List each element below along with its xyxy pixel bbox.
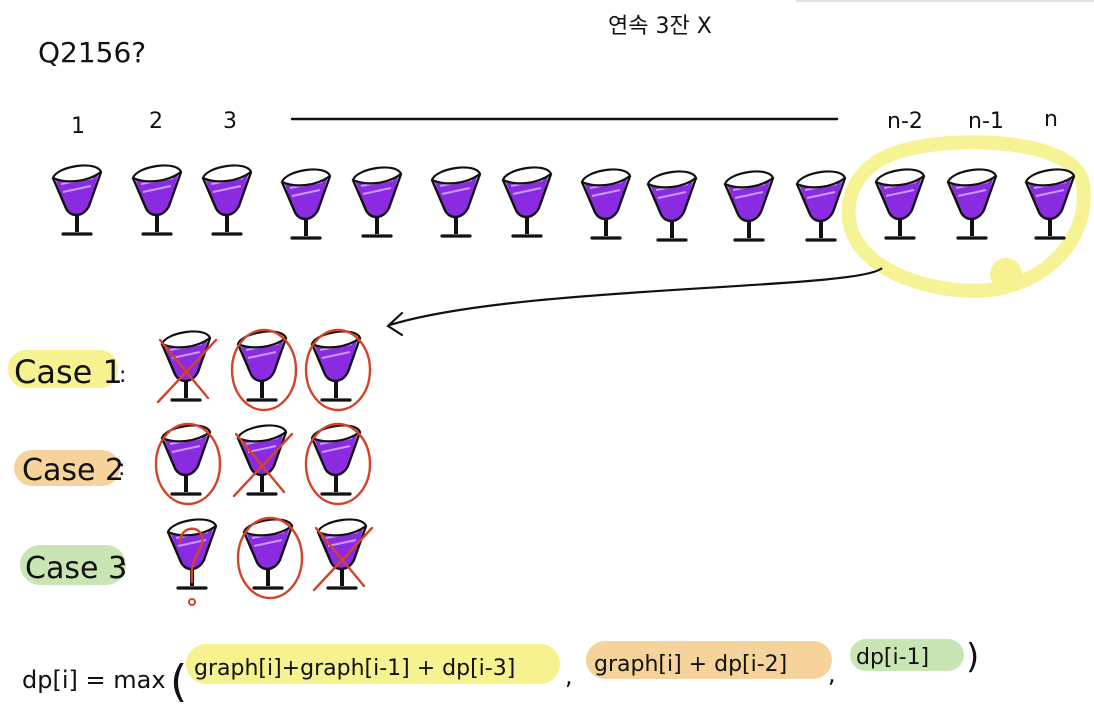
index-label-n-2: n-2 (887, 109, 923, 134)
red-question-icon (178, 527, 204, 584)
formula-comma1: , (565, 662, 573, 690)
term2-highlight (586, 641, 832, 679)
glass-rim (51, 164, 103, 183)
index-label-n: n (1044, 107, 1058, 132)
wine-glass-icon (795, 170, 847, 242)
wine-glass-icon (723, 170, 775, 242)
glass-rim (646, 170, 698, 189)
wine-glass-icon (1024, 168, 1076, 240)
red-x-icon (232, 432, 294, 498)
glass-rim (236, 424, 288, 443)
term3-highlight (850, 639, 964, 671)
glass-rim (723, 170, 775, 189)
wine-glass-icon (874, 168, 926, 240)
index-label-n-1: n-1 (968, 109, 1004, 134)
wine-glass-icon (201, 164, 253, 236)
red-circle-icon (154, 422, 222, 506)
case1-label: Case 1 (14, 353, 123, 391)
glass-rim (874, 168, 926, 187)
wine-glass-icon (51, 164, 103, 236)
term1-highlight (186, 644, 560, 684)
case2-label: Case 2 (22, 453, 124, 488)
glass-rim (201, 164, 253, 183)
formula-close-paren: ) (966, 637, 979, 677)
index-label-2: 2 (149, 109, 163, 134)
glass-rim (580, 168, 632, 187)
case1-highlight (8, 350, 118, 388)
wine-glass-icon (501, 166, 553, 238)
case-glass-rows (154, 328, 374, 606)
wine-glass-icon (310, 424, 362, 496)
glass-rim (160, 330, 212, 349)
wine-glass-icon (946, 168, 998, 240)
red-circle-icon (304, 422, 372, 506)
formula-comma2: , (828, 660, 836, 688)
glass-rim (280, 168, 332, 187)
glass-rim (501, 166, 553, 185)
wine-glass-icon (646, 170, 698, 242)
index-label-1: 1 (71, 114, 85, 139)
red-question-dot (188, 598, 196, 606)
case3-label: Case 3 (25, 551, 127, 586)
glass-rim (1024, 168, 1076, 187)
wine-glass-icon (316, 518, 368, 590)
index-label-3: 3 (223, 109, 237, 134)
red-x-icon (156, 338, 218, 404)
glass-rim (946, 168, 998, 187)
wine-glass-icon (236, 330, 288, 402)
case3-highlight (20, 545, 126, 585)
case2-colon: : (118, 456, 125, 481)
wine-glass-icon (310, 330, 362, 402)
wine-glass-icon (430, 166, 482, 238)
case-labels: Case 1 : Case 2 : Case 3 : (8, 350, 127, 586)
red-circle-icon (236, 516, 304, 600)
glass-rim (795, 170, 847, 189)
top-edge-line (796, 0, 1094, 2)
case1-colon: : (119, 363, 126, 388)
formula-open-paren: ( (170, 656, 187, 707)
formula-term2: graph[i] + dp[i-2] (594, 652, 787, 677)
highlight-dot (990, 258, 1022, 290)
wine-glass-icon (242, 518, 294, 590)
wine-glass-icon (351, 166, 403, 238)
recurrence-formula: dp[i] = max ( graph[i]+graph[i-1] + dp[i… (22, 637, 979, 707)
wine-glass-icon (580, 168, 632, 240)
glass-rim (131, 164, 183, 183)
wine-glass-icon (236, 424, 288, 496)
red-x-icon (312, 526, 374, 592)
red-circle-icon (230, 328, 298, 412)
wine-glass-icon (280, 168, 332, 240)
case3-colon: : (120, 555, 127, 580)
case2-highlight (14, 450, 120, 486)
curved-arrow-icon (386, 267, 883, 337)
glass-rim (316, 518, 368, 537)
glass-rim (430, 166, 482, 185)
wine-glass-icon (160, 424, 212, 496)
formula-term3: dp[i-1] (856, 645, 929, 670)
wine-glass-icon (131, 164, 183, 236)
red-circle-icon (304, 328, 372, 412)
constraint-note: 연속 3잔 X (608, 14, 712, 39)
index-labels: 1 2 3 n-2 n-1 n (71, 107, 1058, 139)
wine-glass-icon (160, 330, 212, 402)
glass-rim (351, 166, 403, 185)
problem-id: Q2156? (38, 36, 146, 69)
formula-term1: graph[i]+graph[i-1] + dp[i-3] (194, 656, 515, 681)
glass-row (51, 164, 1076, 242)
formula-lhs: dp[i] = max (22, 666, 166, 694)
